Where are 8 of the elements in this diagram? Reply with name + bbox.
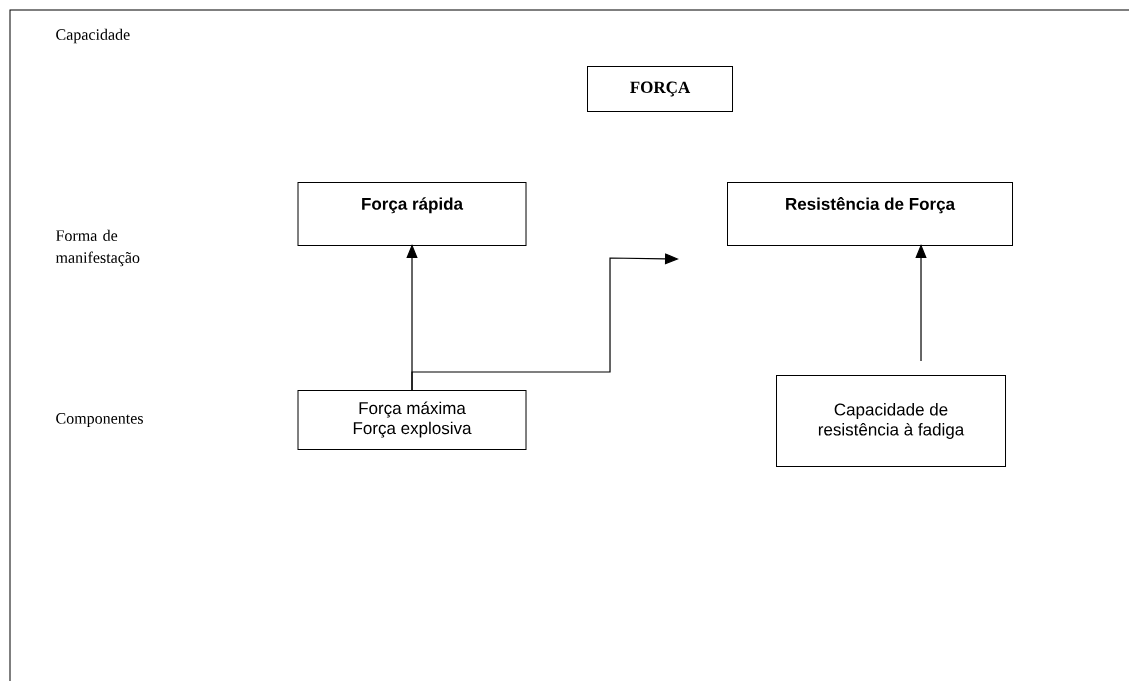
process-box: FORÇA (587, 66, 733, 112)
process-box: Força rápida (297, 182, 527, 246)
row-label: Capacidade (56, 28, 130, 44)
row-label: Forma de manifestação (55, 229, 140, 267)
process-box: Força máxima Força explosiva (297, 390, 527, 450)
process-box: Capacidade de resistência à fadiga (776, 375, 1006, 467)
process-box: Resistência de Força (727, 182, 1013, 246)
row-label: Componentes (56, 413, 143, 427)
